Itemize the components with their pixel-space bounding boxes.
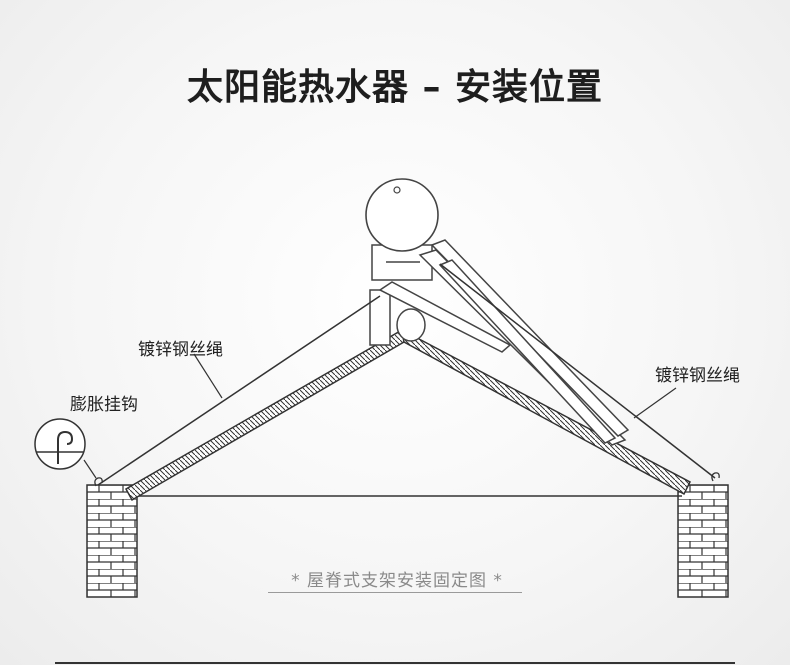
wire-rope-right-label: 镀锌钢丝绳 [655,366,740,386]
right-brick-pillar [677,484,729,598]
bottom-divider [55,662,735,664]
left-brick-pillar [86,484,138,598]
hook-detail-callout [34,418,97,479]
right-hook [711,472,720,482]
caption-underline [268,592,522,593]
expansion-hook-label: 膨胀挂钩 [70,395,138,415]
wire-rope-left-label: 镀锌钢丝绳 [138,340,223,360]
leader-left-rope [193,353,223,399]
left-hook [94,477,103,487]
page-title: 太阳能热水器 – 安装位置 [186,67,604,108]
diagram-caption: * 屋脊式支架安装固定图 * [291,571,503,591]
wire-rope-left [97,295,381,486]
leader-right-rope [633,387,677,419]
heater-bracket [369,239,630,446]
water-tank [365,178,439,252]
wire-rope-right [439,263,716,479]
